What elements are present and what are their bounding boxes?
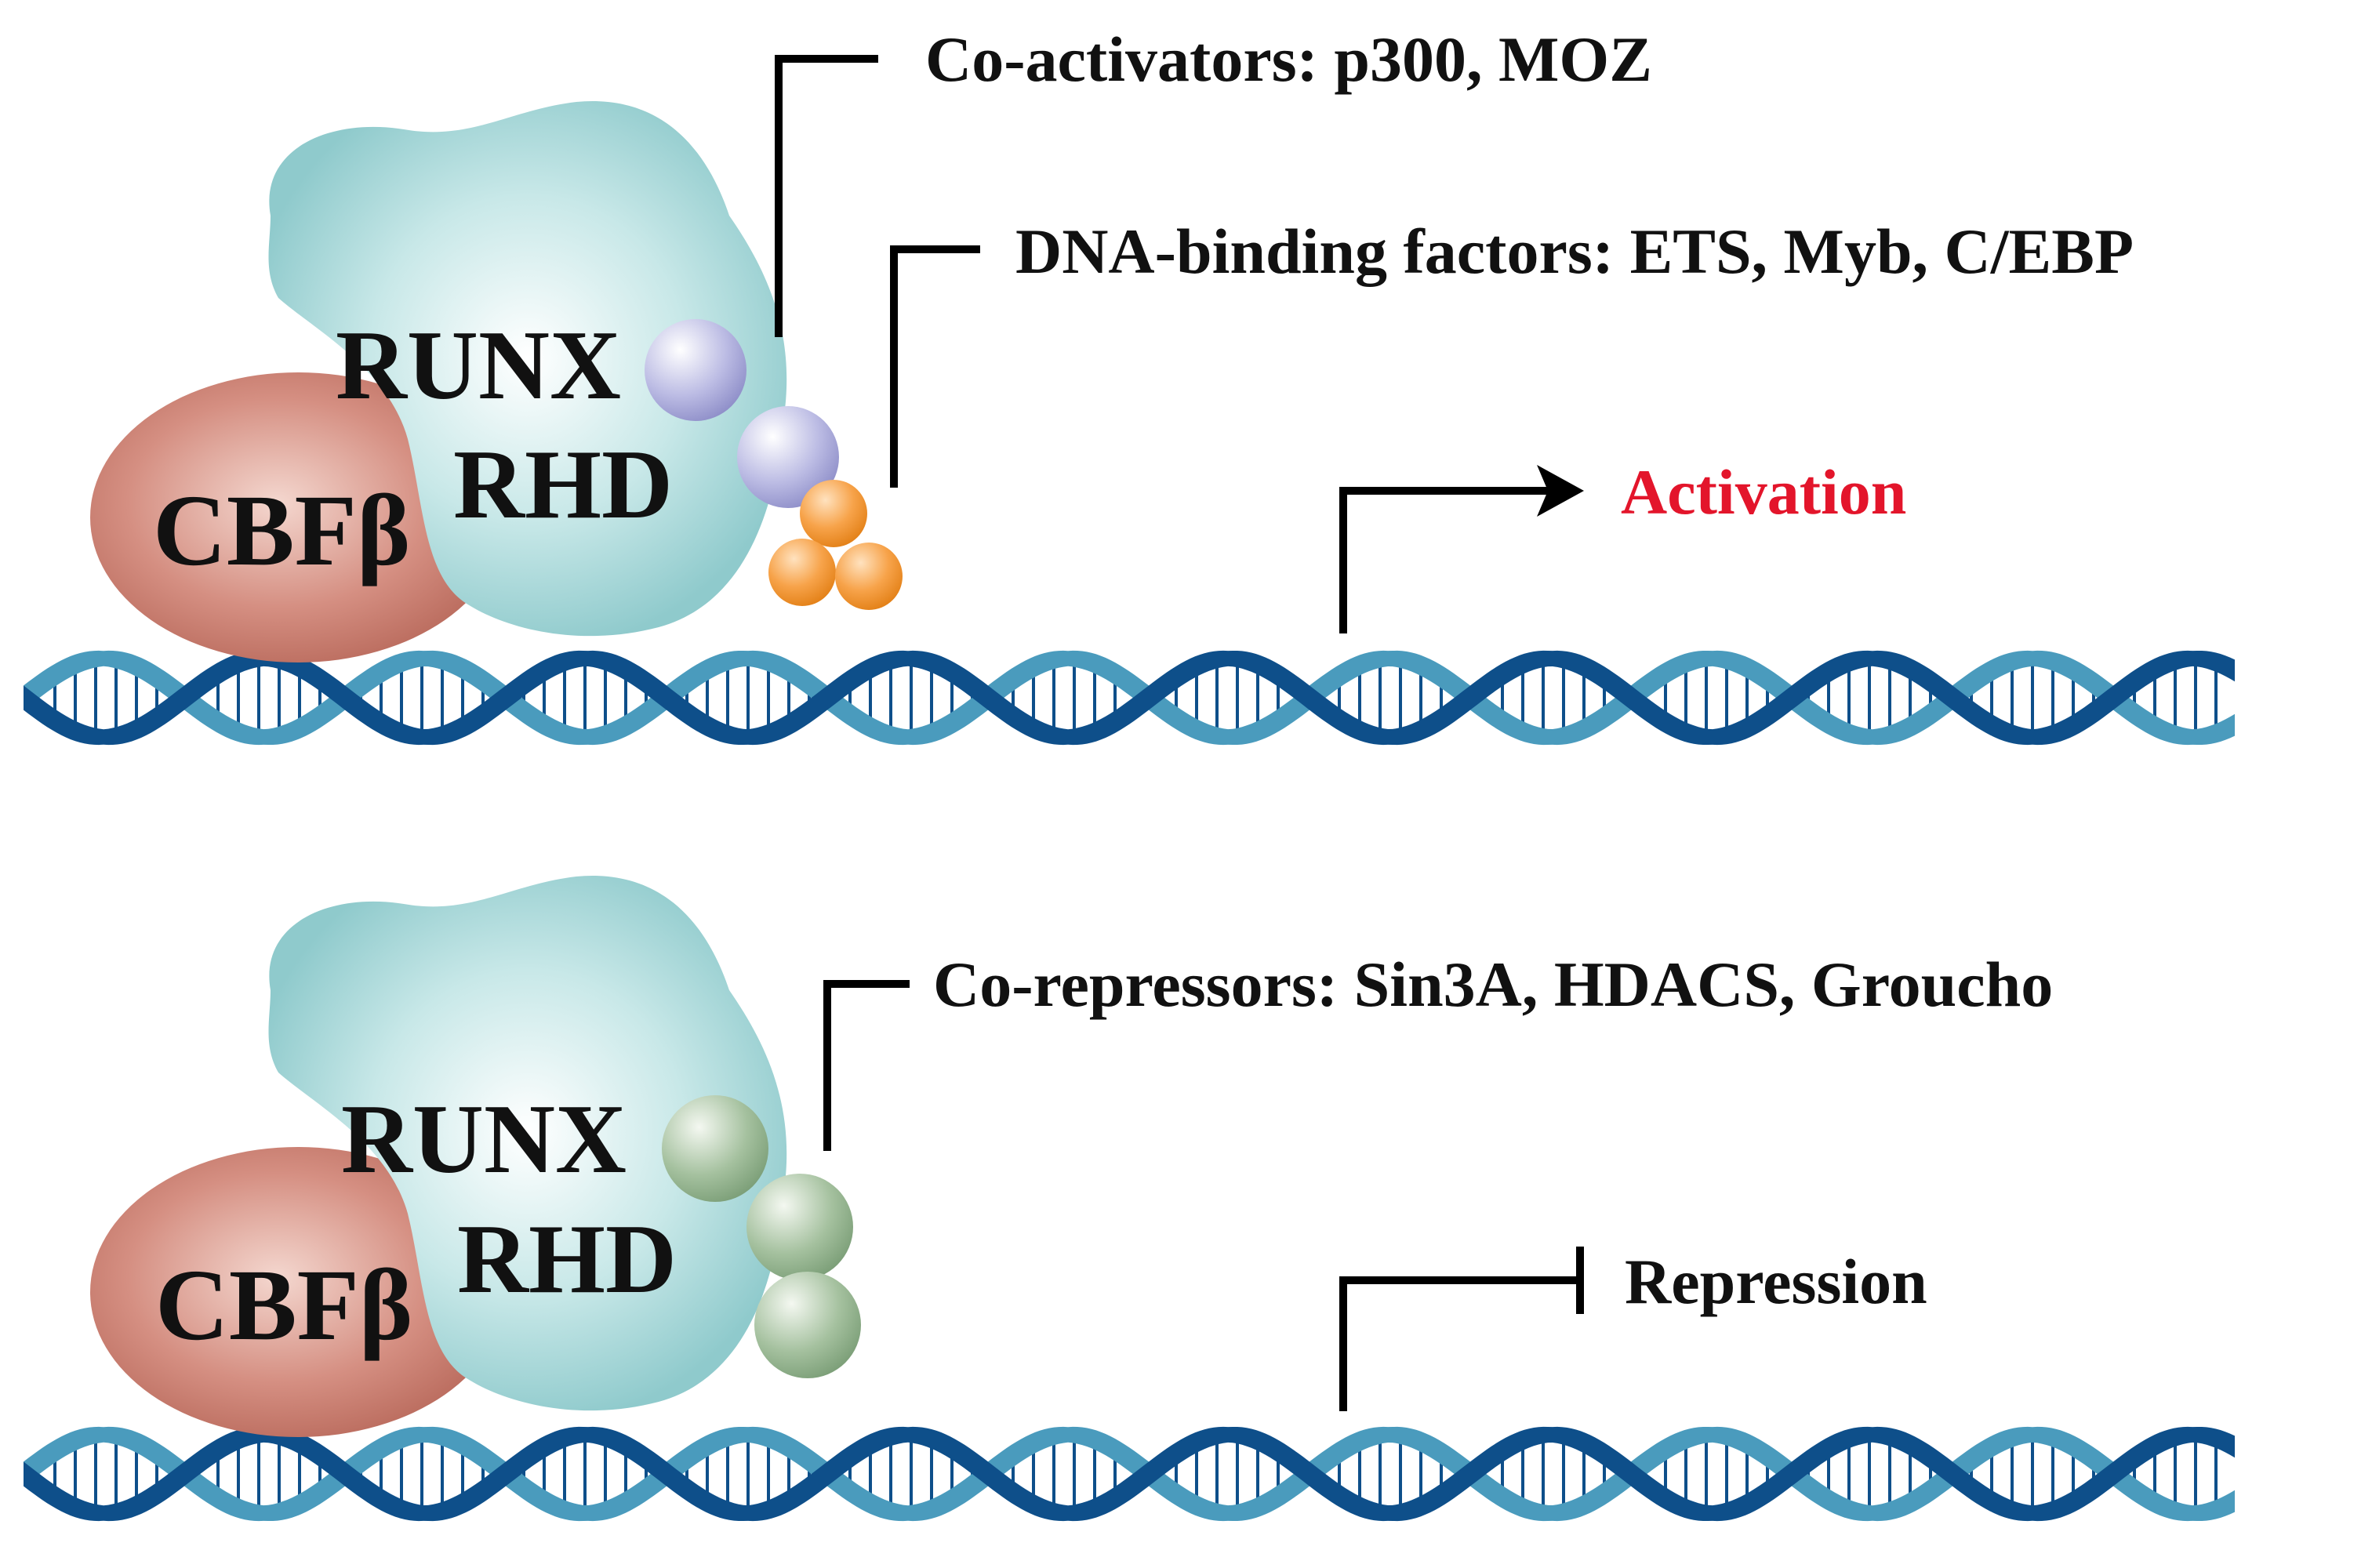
cbfb-protein (90, 372, 506, 662)
coactivator-sphere (645, 319, 746, 421)
corepressor-sphere (662, 1095, 768, 1202)
runx-rhd-protein (268, 875, 787, 1411)
dna-strand-dark (24, 650, 2235, 746)
runx-label: RUNX (336, 311, 621, 420)
dna-strand-light (24, 650, 2235, 746)
activation-label: Activation (1621, 456, 1906, 528)
dna-helix (24, 650, 2235, 746)
dna-strand-dark (24, 1426, 2235, 1522)
dna-binding-factor-sphere (768, 539, 836, 606)
corepressor-sphere (746, 1174, 853, 1280)
runx-label: RUNX (341, 1085, 627, 1194)
dna-helix (24, 1426, 2235, 1522)
corepressor-sphere (754, 1272, 861, 1378)
corepressor-callout-line (823, 980, 910, 1151)
cbfb-label: CBFβ (155, 1249, 413, 1362)
cbfb-label: CBFβ (153, 474, 411, 587)
coactivators-label: Co-activators: p300, MOZ (925, 24, 1652, 95)
transcription-start-line (1339, 487, 1553, 633)
activation-panel: CBFβ RUNX RHD Co-activators: p300, MOZ D… (24, 24, 2235, 746)
repression-panel: CBFβ RUNX RHD Co-repressors: Sin3A, HDAC… (24, 875, 2235, 1522)
runx-rhd-protein (268, 100, 787, 637)
activation-arrowhead (1537, 465, 1584, 517)
coactivator-sphere (737, 406, 839, 508)
transcription-start-line (1339, 1276, 1580, 1411)
dna-binding-factors-label: DNA-binding factors: ETS, Myb, C/EBP (1015, 216, 2134, 287)
repression-label: Repression (1625, 1246, 1927, 1317)
dna-factor-callout-line (890, 245, 980, 488)
dna-binding-factor-sphere (835, 543, 903, 610)
dna-strand-light (24, 1426, 2235, 1522)
dna-binding-factor-sphere (800, 480, 867, 547)
cbfb-protein (90, 1147, 506, 1437)
rhd-label: RHD (453, 430, 673, 539)
corepressors-label: Co-repressors: Sin3A, HDACS, Groucho (933, 949, 2053, 1020)
rhd-label: RHD (457, 1205, 677, 1314)
coactivator-callout-line (775, 55, 878, 337)
